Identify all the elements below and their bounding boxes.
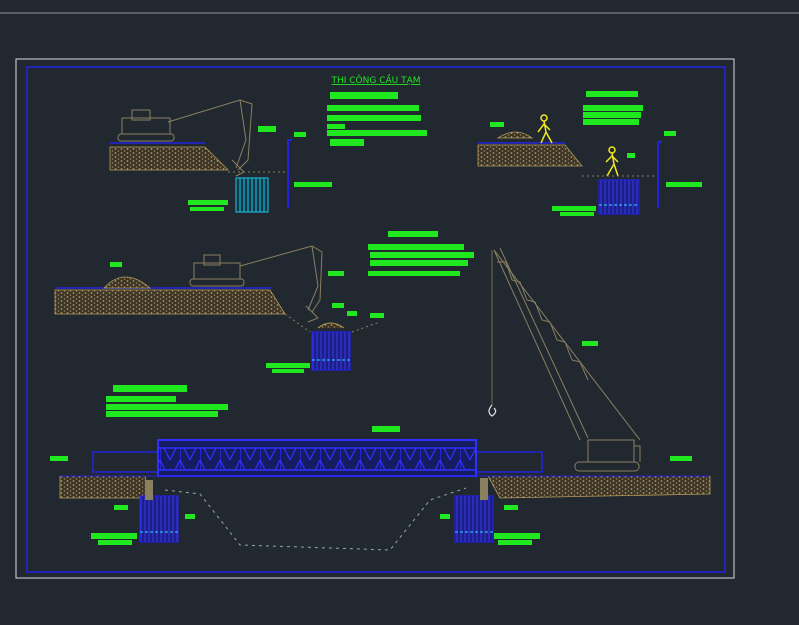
soil-mound <box>496 131 534 139</box>
note-line <box>586 91 638 97</box>
drawing-title: THI CÔNG CẦU TẠM <box>330 73 420 86</box>
soil-mound <box>317 322 345 329</box>
callout-label <box>266 363 310 368</box>
note-line <box>106 396 176 402</box>
ground-step-1 <box>109 146 229 171</box>
callout-label <box>347 311 357 316</box>
callout-label <box>188 200 228 205</box>
sheet-frame <box>15 58 735 579</box>
abutment-post <box>145 480 153 500</box>
note-line <box>583 105 643 111</box>
note-line <box>330 92 398 99</box>
crane-hook-icon <box>488 404 497 417</box>
excavator-icon <box>189 245 323 323</box>
crawler-crane-icon <box>491 247 641 472</box>
callout-label <box>50 456 68 461</box>
callout-label <box>185 514 195 519</box>
bailey-truss-icon <box>60 439 710 477</box>
note-line <box>583 112 641 118</box>
callout-label <box>372 426 400 432</box>
callout-label <box>627 153 635 158</box>
worker-icon <box>605 146 619 177</box>
callout-label <box>294 132 306 137</box>
callout-label <box>666 182 702 187</box>
callout-label <box>494 533 540 539</box>
note-line <box>583 119 639 125</box>
drawing-border <box>26 66 726 573</box>
callout-label <box>560 212 594 216</box>
step-2-group <box>477 91 702 216</box>
note-line <box>113 385 187 392</box>
callout-label <box>664 131 676 136</box>
step-1-group <box>109 92 427 213</box>
embankment-left <box>59 475 151 499</box>
callout-label <box>490 122 504 127</box>
abutment-post <box>480 478 488 500</box>
note-line <box>327 115 421 121</box>
approach-railing-left <box>92 451 160 473</box>
soil-mound <box>103 276 152 289</box>
note-line <box>370 252 474 258</box>
callout-label <box>670 456 692 461</box>
callout-label <box>370 313 384 318</box>
callout-label <box>98 540 132 545</box>
ground-step-3 <box>54 289 286 315</box>
note-line <box>370 260 468 266</box>
note-line <box>368 244 464 250</box>
callout-label <box>552 206 596 211</box>
note-line <box>327 130 427 136</box>
sheet-pile-icon <box>235 177 269 213</box>
note-line <box>327 105 419 111</box>
sheet-pile-icon <box>311 331 351 371</box>
callout-label <box>272 369 304 373</box>
ground-step-2 <box>477 144 583 167</box>
sheet-pile-icon <box>598 179 640 215</box>
pile-section-symbol-2 <box>657 141 662 208</box>
callout-label <box>110 262 122 267</box>
callout-label <box>582 341 598 346</box>
pile-section-symbol-1 <box>287 139 292 208</box>
note-line <box>330 139 364 146</box>
excavation-outline-step-3 <box>284 313 381 333</box>
note-line <box>368 271 460 276</box>
callout-label <box>440 514 450 519</box>
callout-label <box>91 533 137 539</box>
note-line <box>327 124 345 129</box>
callout-label <box>504 505 518 510</box>
callout-label <box>190 207 224 211</box>
worker-icon <box>537 114 553 144</box>
river-bed <box>164 487 467 551</box>
callout-label <box>114 505 128 510</box>
approach-railing-right <box>475 451 543 473</box>
note-line <box>106 404 228 410</box>
callout-label <box>328 271 344 276</box>
callout-label <box>258 126 276 132</box>
embankment-right <box>487 475 711 499</box>
sheet-pile-icon <box>139 495 179 543</box>
note-line <box>106 411 218 417</box>
callout-label <box>498 540 532 545</box>
step-3-group <box>54 231 474 373</box>
callout-label <box>332 303 344 308</box>
callout-label <box>294 182 332 187</box>
step-4-group <box>50 385 711 551</box>
sheet-pile-icon <box>454 495 494 543</box>
note-line <box>388 231 438 237</box>
